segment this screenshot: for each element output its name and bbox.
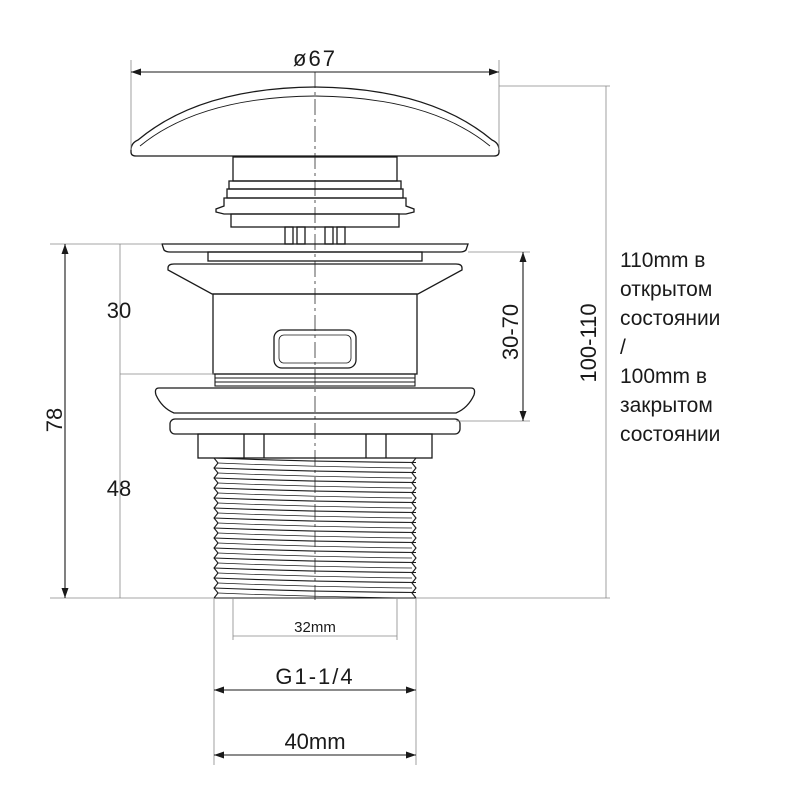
height-48-label: 48	[107, 476, 131, 501]
thread-ridge	[217, 542, 413, 549]
thread-spec-label: G1-1/4	[275, 664, 354, 689]
thread-ridge	[213, 557, 417, 564]
thread-ridge	[217, 522, 413, 529]
total-78-label: 78	[42, 408, 67, 432]
thread-ridge	[213, 537, 417, 544]
thread-ridge	[217, 512, 413, 519]
thread-ridge	[213, 477, 417, 484]
thread-ridge	[217, 482, 413, 489]
thread-ridge	[213, 547, 417, 554]
dimension-arrows	[61, 68, 527, 759]
range-30-70-label: 30-70	[498, 304, 523, 360]
flange	[161, 243, 469, 295]
washer	[154, 387, 476, 459]
note-line: /	[620, 336, 626, 359]
thread-ridge	[213, 517, 417, 524]
height-30-label: 30	[107, 298, 131, 323]
threaded-tail	[213, 457, 417, 599]
thread-ridge	[217, 502, 413, 509]
note-line: открытом	[620, 278, 713, 301]
thread-ridge	[213, 567, 417, 574]
thread-ridge	[213, 467, 417, 474]
height-note: 110mm в открытом состоянии / 100mm в зак…	[620, 246, 720, 449]
cap-stem	[215, 156, 415, 245]
thread-ridge	[217, 582, 413, 589]
thread-ridge	[217, 572, 413, 579]
extension-lines	[50, 60, 610, 765]
thread-ridge	[217, 592, 413, 599]
thread-ridge	[217, 532, 413, 539]
note-line: 110mm в	[620, 249, 706, 272]
thread-inner-label: 32mm	[294, 619, 336, 636]
thread-ridge	[213, 527, 417, 534]
range-100-110-label: 100-110	[576, 303, 601, 382]
thread-ridge	[217, 552, 413, 559]
thread-ridge	[213, 507, 417, 514]
note-line: 100mm в	[620, 365, 708, 388]
thread-ridge	[217, 472, 413, 479]
thread-ridge	[213, 587, 417, 594]
thread-ridge	[217, 462, 413, 469]
note-line: состоянии	[620, 307, 721, 330]
thread-outer-label: 40mm	[284, 729, 345, 754]
thread-ridge	[213, 487, 417, 494]
top-diameter-label: ø67	[293, 46, 337, 71]
thread-ridge	[213, 457, 417, 464]
drain-cap	[130, 86, 500, 157]
thread-ridge	[217, 492, 413, 499]
thread-ridge	[213, 497, 417, 504]
thread-ridge	[213, 577, 417, 584]
note-line: закрытом	[620, 394, 713, 417]
thread-ridge	[217, 562, 413, 569]
note-line: состоянии	[620, 423, 721, 446]
upper-thread	[214, 373, 416, 387]
